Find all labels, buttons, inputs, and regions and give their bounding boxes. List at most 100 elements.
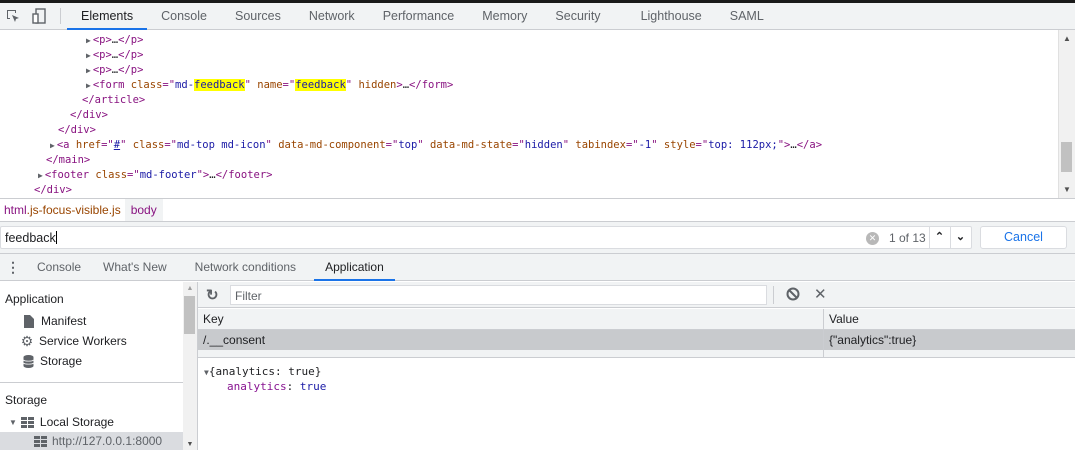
tab-label: Network conditions — [194, 260, 297, 274]
property-value: true — [299, 380, 327, 393]
clear-search-icon[interactable]: ✕ — [866, 232, 879, 245]
dom-node-p[interactable]: ▶<p>…</p> — [86, 63, 143, 78]
drawer-tab-application[interactable]: Application — [314, 254, 395, 281]
next-match-button[interactable]: ⌄ — [950, 227, 970, 248]
inspect-element-button[interactable] — [0, 3, 26, 29]
sidebar-item-label: Manifest — [41, 314, 87, 328]
tab-sources[interactable]: Sources — [221, 3, 295, 29]
dom-tree-scrollbar[interactable]: ▲ ▼ — [1058, 30, 1075, 198]
table-row-partial[interactable] — [198, 350, 1075, 358]
sidebar-item-label: http://127.0.0.1:8000 — [52, 434, 163, 448]
clear-all-button[interactable] — [786, 287, 800, 301]
tab-label: Security — [555, 9, 601, 23]
attr-name: name — [257, 79, 283, 91]
dom-node-p[interactable]: ▶<p>…</p> — [86, 33, 143, 48]
expand-triangle-icon[interactable]: ▶ — [86, 66, 91, 75]
row-value: {"analytics":true} — [823, 330, 1075, 350]
sidebar-item-label: Local Storage — [39, 415, 114, 429]
search-input-value: feedback — [5, 231, 57, 245]
tab-label: Console — [161, 9, 207, 23]
scroll-down-icon[interactable]: ▼ — [1063, 185, 1071, 194]
tab-performance[interactable]: Performance — [369, 3, 469, 29]
tab-saml[interactable]: SAML — [716, 3, 778, 29]
chevron-up-icon: ⌃ — [934, 231, 945, 243]
tag-open: <form — [92, 79, 125, 91]
tab-security[interactable]: Security — [541, 3, 626, 29]
tag-open: <p> — [92, 49, 112, 61]
tab-console[interactable]: Console — [147, 3, 221, 29]
local-storage-view: ↻ Filter ✕ Key Value /.__consent {"analy… — [197, 282, 1075, 450]
dom-node-form[interactable]: ▶<form class="md-feedback" name="feedbac… — [86, 78, 453, 93]
sidebar-scrollbar[interactable]: ▲ ▼ — [183, 282, 197, 450]
sidebar-item-service-workers[interactable]: ⚙ Service Workers — [20, 331, 127, 351]
scrollbar-thumb[interactable] — [184, 296, 195, 334]
search-input[interactable]: feedback ✕ 1 of 13 ⌃ ⌄ — [0, 226, 972, 249]
dom-node-a[interactable]: ▶<a href="#" class="md-top md-icon" data… — [50, 139, 823, 151]
ellipsis: … — [209, 169, 216, 181]
scroll-down-icon[interactable]: ▼ — [186, 441, 194, 448]
scroll-up-icon[interactable]: ▲ — [186, 285, 194, 292]
expand-triangle-icon[interactable]: ▶ — [86, 81, 91, 90]
tree-expanded-icon[interactable]: ▼ — [9, 417, 17, 427]
dom-close-div[interactable]: </div> — [34, 184, 72, 196]
expand-triangle-icon[interactable]: ▶ — [38, 171, 43, 180]
tag-close: </p> — [118, 49, 144, 61]
tab-lighthouse[interactable]: Lighthouse — [627, 3, 716, 29]
drawer-tabbar: ⋮ Console What's New Network conditions … — [0, 254, 1075, 281]
dom-close-main[interactable]: </main> — [46, 154, 91, 166]
search-highlight: feedback — [194, 79, 245, 91]
column-header-value[interactable]: Value — [823, 309, 1075, 329]
dom-close-div[interactable]: </div> — [70, 109, 108, 121]
refresh-button[interactable]: ↻ — [206, 286, 219, 304]
scroll-up-icon[interactable]: ▲ — [1063, 34, 1071, 43]
expand-triangle-icon[interactable]: ▶ — [86, 36, 91, 45]
scrollbar-thumb[interactable] — [1061, 142, 1072, 172]
dom-close-div[interactable]: </div> — [58, 124, 96, 136]
preview-summary[interactable]: ▼{analytics: true} — [204, 365, 321, 378]
drawer-tab-console[interactable]: Console — [26, 254, 92, 280]
grid-table-icon — [21, 416, 35, 428]
filter-input[interactable]: Filter — [230, 285, 767, 305]
application-sidebar: Application Manifest ⚙ Service Workers S… — [0, 282, 183, 450]
table-header: Key Value — [198, 309, 1075, 330]
sidebar-item-manifest[interactable]: Manifest — [22, 311, 86, 331]
inspect-element-icon — [7, 10, 19, 22]
tab-memory[interactable]: Memory — [468, 3, 541, 29]
preview-property: analytics: true — [227, 380, 326, 393]
column-header-key[interactable]: Key — [203, 312, 224, 326]
attr-name: class — [95, 169, 128, 181]
attr-name: class — [130, 79, 163, 91]
row-value — [823, 350, 1075, 357]
match-count: 1 of 13 — [889, 231, 926, 245]
dom-tree[interactable]: ▶<p>…</p> ▶<p>…</p> ▶<p>…</p> ▶<form cla… — [0, 30, 1058, 198]
cancel-search-button[interactable]: Cancel — [980, 226, 1067, 249]
tree-expanded-icon[interactable]: ▼ — [204, 368, 209, 377]
dom-node-footer[interactable]: ▶<footer class="md-footer">…</footer> — [38, 169, 273, 181]
dom-node-p[interactable]: ▶<p>…</p> — [86, 48, 143, 63]
tab-network[interactable]: Network — [295, 3, 369, 29]
expand-triangle-icon[interactable]: ▶ — [86, 51, 91, 60]
attr-eq: =" — [282, 79, 296, 91]
drawer-tab-whats-new[interactable]: What's New — [92, 254, 184, 280]
sidebar-item-local-storage[interactable]: ▼ Local Storage — [9, 412, 114, 432]
tag-open: <footer — [44, 169, 90, 181]
breadcrumb-html[interactable]: html.js-focus-visible.js — [0, 199, 125, 221]
ellipsis: … — [111, 49, 119, 61]
more-tools-button[interactable]: ⋮ — [0, 254, 26, 280]
sidebar-section-storage: Storage — [5, 393, 48, 407]
sidebar-item-local-storage-origin[interactable]: http://127.0.0.1:8000 — [33, 431, 162, 450]
tag-close: </footer> — [215, 169, 273, 181]
sidebar-section-application: Application — [5, 292, 64, 306]
previous-match-button[interactable]: ⌃ — [929, 227, 949, 248]
tab-elements[interactable]: Elements — [67, 3, 148, 30]
breadcrumb-body[interactable]: body — [124, 199, 163, 221]
table-row[interactable]: /.__consent {"analytics":true} — [198, 330, 1075, 350]
href-link[interactable]: # — [113, 139, 121, 151]
expand-triangle-icon[interactable]: ▶ — [50, 141, 55, 150]
dom-close-article[interactable]: </article> — [82, 94, 146, 106]
device-toolbar-button[interactable] — [26, 3, 52, 29]
delete-selected-button[interactable]: ✕ — [814, 285, 827, 303]
sidebar-item-storage[interactable]: Storage — [21, 351, 82, 371]
drawer-tab-network-conditions[interactable]: Network conditions — [184, 254, 314, 280]
search-text: feedback — [5, 231, 56, 245]
